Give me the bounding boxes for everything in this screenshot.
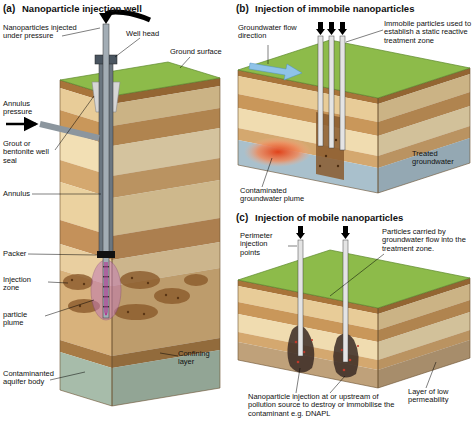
injection-wells [316, 22, 347, 150]
injection-well [6, 12, 150, 320]
soil-block [238, 250, 470, 388]
particle-dots [71, 277, 179, 315]
part-label: Layer of low permeability [408, 388, 470, 405]
part-label: Well head [126, 30, 159, 38]
ground-surface [60, 62, 220, 96]
part-label: Ground surface [170, 48, 222, 56]
arrow-head [99, 13, 113, 24]
panel-letter: (c) [236, 212, 248, 223]
part-label: Contaminanted aquifer body [3, 370, 59, 387]
part-label: Nanoparticle injection at or upstream of… [248, 393, 398, 418]
part-label: Grout or bentonite well seal [3, 140, 58, 165]
part-label: Confining layer [178, 350, 222, 367]
inner-pipe [103, 24, 109, 318]
leader-lines [262, 30, 383, 187]
panel-letter: (b) [236, 3, 249, 14]
part-label: Contaminated groundwater plume [240, 187, 320, 204]
flow-arrow [249, 63, 302, 80]
ground-surface [238, 40, 470, 98]
soil-block [238, 40, 470, 193]
part-label: Perimeter injection points [240, 232, 288, 257]
screen-slots [103, 266, 109, 307]
part-label: Packer [3, 250, 26, 258]
annulus-pipe [40, 124, 99, 138]
flow-loop [105, 262, 107, 315]
part-label: particle plume [3, 311, 48, 328]
particle-blobs [63, 271, 208, 320]
leader-lines [28, 28, 190, 380]
injection-wells [296, 226, 350, 362]
packer [97, 251, 115, 258]
ground-surface [238, 250, 470, 308]
panel-heading: Nanoparticle injection well [22, 4, 142, 15]
part-label: Injection zone [3, 276, 48, 293]
panel-letter: (a) [3, 3, 15, 14]
contaminant-plume [244, 137, 312, 167]
part-label: Immobile particles used to establish a s… [384, 20, 472, 45]
leader-lines [288, 246, 436, 393]
part-label: Nanoparticles injected under pressure [3, 24, 91, 41]
pressure-arrow [6, 123, 36, 126]
panel-heading: Injection of immobile nanoparticles [255, 4, 414, 15]
part-label: Annulus [3, 190, 30, 198]
part-label: Particles carried by groundwater flow in… [382, 228, 472, 253]
panel-heading: Injection of mobile nanoparticles [255, 213, 403, 224]
part-label: Annulus pressure [3, 100, 48, 117]
part-label: Treated groundwater [412, 150, 468, 167]
part-label: Groundwater flow direction [238, 24, 308, 41]
